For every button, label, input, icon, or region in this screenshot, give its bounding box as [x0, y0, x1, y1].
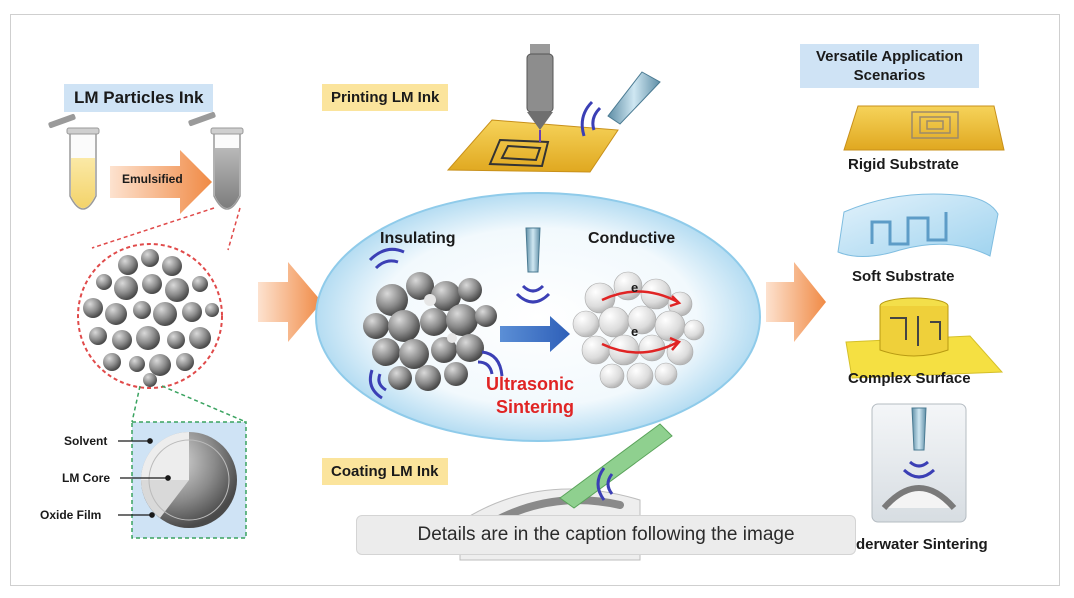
ultrasonic-probe-top-icon [580, 71, 661, 137]
print-nozzle-icon [526, 44, 554, 142]
sintering-arrow [500, 316, 570, 352]
coating-lm-ink-label: Coating LM Ink [322, 458, 448, 485]
caption-tooltip: Details are in the caption following the… [356, 515, 856, 555]
lm-core-label: LM Core [62, 471, 110, 485]
versatile-application-title: Versatile Application Scenarios [800, 44, 979, 88]
soft-substrate-label: Soft Substrate [852, 268, 955, 285]
tube-yellow-icon [48, 113, 100, 210]
tube-gray-icon [188, 111, 244, 210]
underwater-beaker-icon [871, 403, 967, 523]
oxide-film-label: Oxide Film [40, 508, 102, 522]
insulating-label: Insulating [380, 230, 456, 247]
underwater-sintering-label: derwater Sintering [856, 536, 988, 553]
complex-surface-icon [845, 297, 1004, 379]
electron-label-top: e [631, 280, 639, 295]
core-shell-pointers [118, 438, 171, 518]
particle-cluster-icon [77, 243, 223, 389]
soft-substrate-icon [837, 193, 999, 258]
rigid-substrate-label: Rigid Substrate [848, 156, 959, 173]
printing-lm-ink-label: Printing LM Ink [322, 84, 449, 111]
electron-label-bottom: e [631, 324, 639, 339]
printing-substrate-icon [446, 119, 619, 173]
ultrasonic-waves-insulating [368, 247, 504, 400]
emulsified-label: Emulsified [122, 172, 183, 186]
emulsified-arrow [110, 150, 212, 214]
solvent-label: Solvent [64, 434, 108, 448]
versatile-title-line1: Versatile Application [816, 48, 963, 65]
electron-flow-arrows [601, 290, 682, 354]
versatile-title-line2: Scenarios [853, 67, 926, 84]
lm-particles-ink-title: LM Particles Ink [64, 84, 214, 112]
sintering-label: Sintering [496, 397, 575, 417]
complex-surface-label: Complex Surface [848, 370, 971, 387]
ultrasonic-waves-coating [596, 467, 614, 501]
zoom-lines-green [131, 385, 247, 423]
flow-arrow-right [766, 262, 826, 342]
conductive-label: Conductive [588, 230, 676, 247]
center-probe-icon [515, 227, 551, 304]
insulating-particles-icon [363, 272, 497, 391]
rigid-substrate-icon [843, 105, 1005, 151]
flow-arrow-left [258, 262, 322, 342]
zoom-lines-red [91, 207, 241, 251]
ultrasonic-label: Ultrasonic [486, 374, 575, 394]
